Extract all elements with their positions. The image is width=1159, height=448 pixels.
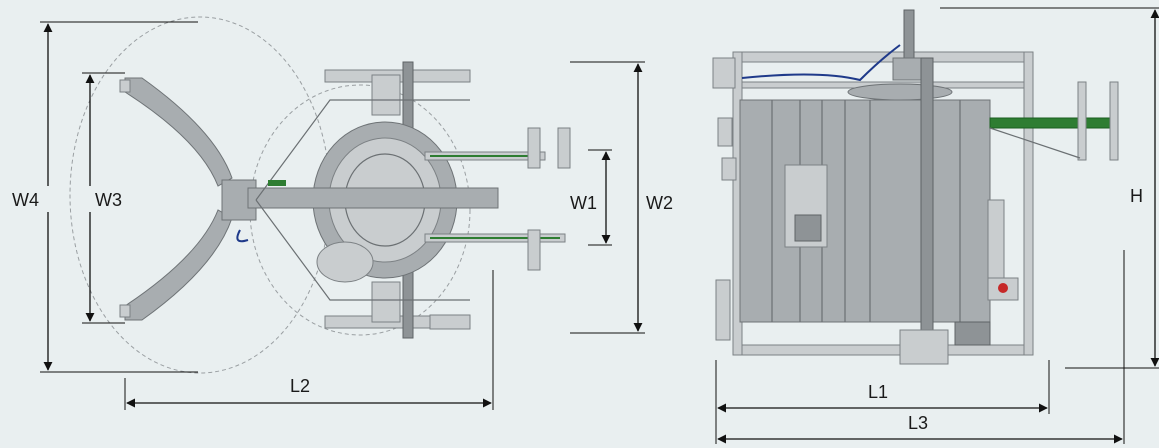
column-base — [899, 329, 949, 365]
bottom-frame — [732, 344, 1034, 356]
spindle-housing — [892, 57, 926, 81]
w2-label: W2 — [646, 193, 673, 213]
main-body — [739, 99, 991, 323]
gear-unit — [794, 214, 822, 242]
right-dimensions: H L1 L3 — [715, 7, 1159, 444]
left-dimensions: W4 W3 W1 W2 L2 — [12, 21, 673, 410]
lower-curved-arm — [124, 209, 233, 321]
output-conveyor — [989, 117, 1119, 129]
swing-radius-inner — [249, 84, 471, 336]
base-block — [954, 321, 991, 346]
turntable-top — [847, 83, 953, 101]
guide-wire-upper — [255, 99, 470, 201]
w4-label: W4 — [12, 190, 39, 210]
side-plate — [987, 199, 1005, 281]
lift-column — [920, 57, 934, 359]
upper-gripper-b — [557, 127, 571, 169]
right-post — [1023, 51, 1034, 356]
w1-label: W1 — [570, 193, 597, 213]
alarm-indicator — [998, 283, 1008, 293]
top-view-machine — [69, 16, 571, 374]
arm-end-upper — [119, 79, 131, 93]
conveyor-post-b — [1109, 81, 1119, 161]
hose — [236, 229, 249, 243]
conveyor-support — [989, 127, 1081, 159]
upper-gripper-a — [527, 127, 541, 169]
guide-wire-lower — [255, 199, 470, 301]
upper-curved-arm — [124, 77, 233, 187]
top-frame — [732, 51, 1034, 63]
power-cable — [741, 44, 901, 82]
l3-label: L3 — [908, 413, 928, 433]
arm-end-lower — [119, 304, 131, 318]
spindle — [903, 9, 915, 61]
lower-gripper-a — [527, 229, 541, 271]
main-beam — [247, 187, 499, 209]
l1-label: L1 — [868, 382, 888, 402]
bottom-clamp — [429, 314, 471, 330]
l2-label: L2 — [290, 376, 310, 396]
w4-label-bg — [28, 186, 68, 212]
air-cylinder — [715, 279, 731, 341]
control-box — [712, 57, 736, 89]
lower-bracket — [371, 281, 401, 323]
w3-label: W3 — [95, 190, 122, 210]
green-marker — [268, 180, 286, 186]
conveyor-post-a — [1077, 81, 1087, 161]
h-label: H — [1130, 186, 1143, 206]
upper-bracket — [371, 74, 401, 116]
w3-label-bg — [88, 186, 128, 212]
h-label-bg — [1126, 182, 1148, 208]
side-view-machine — [712, 9, 1119, 365]
valve-unit — [721, 157, 737, 181]
sensor-box — [717, 117, 733, 147]
motor-housing — [316, 241, 374, 283]
